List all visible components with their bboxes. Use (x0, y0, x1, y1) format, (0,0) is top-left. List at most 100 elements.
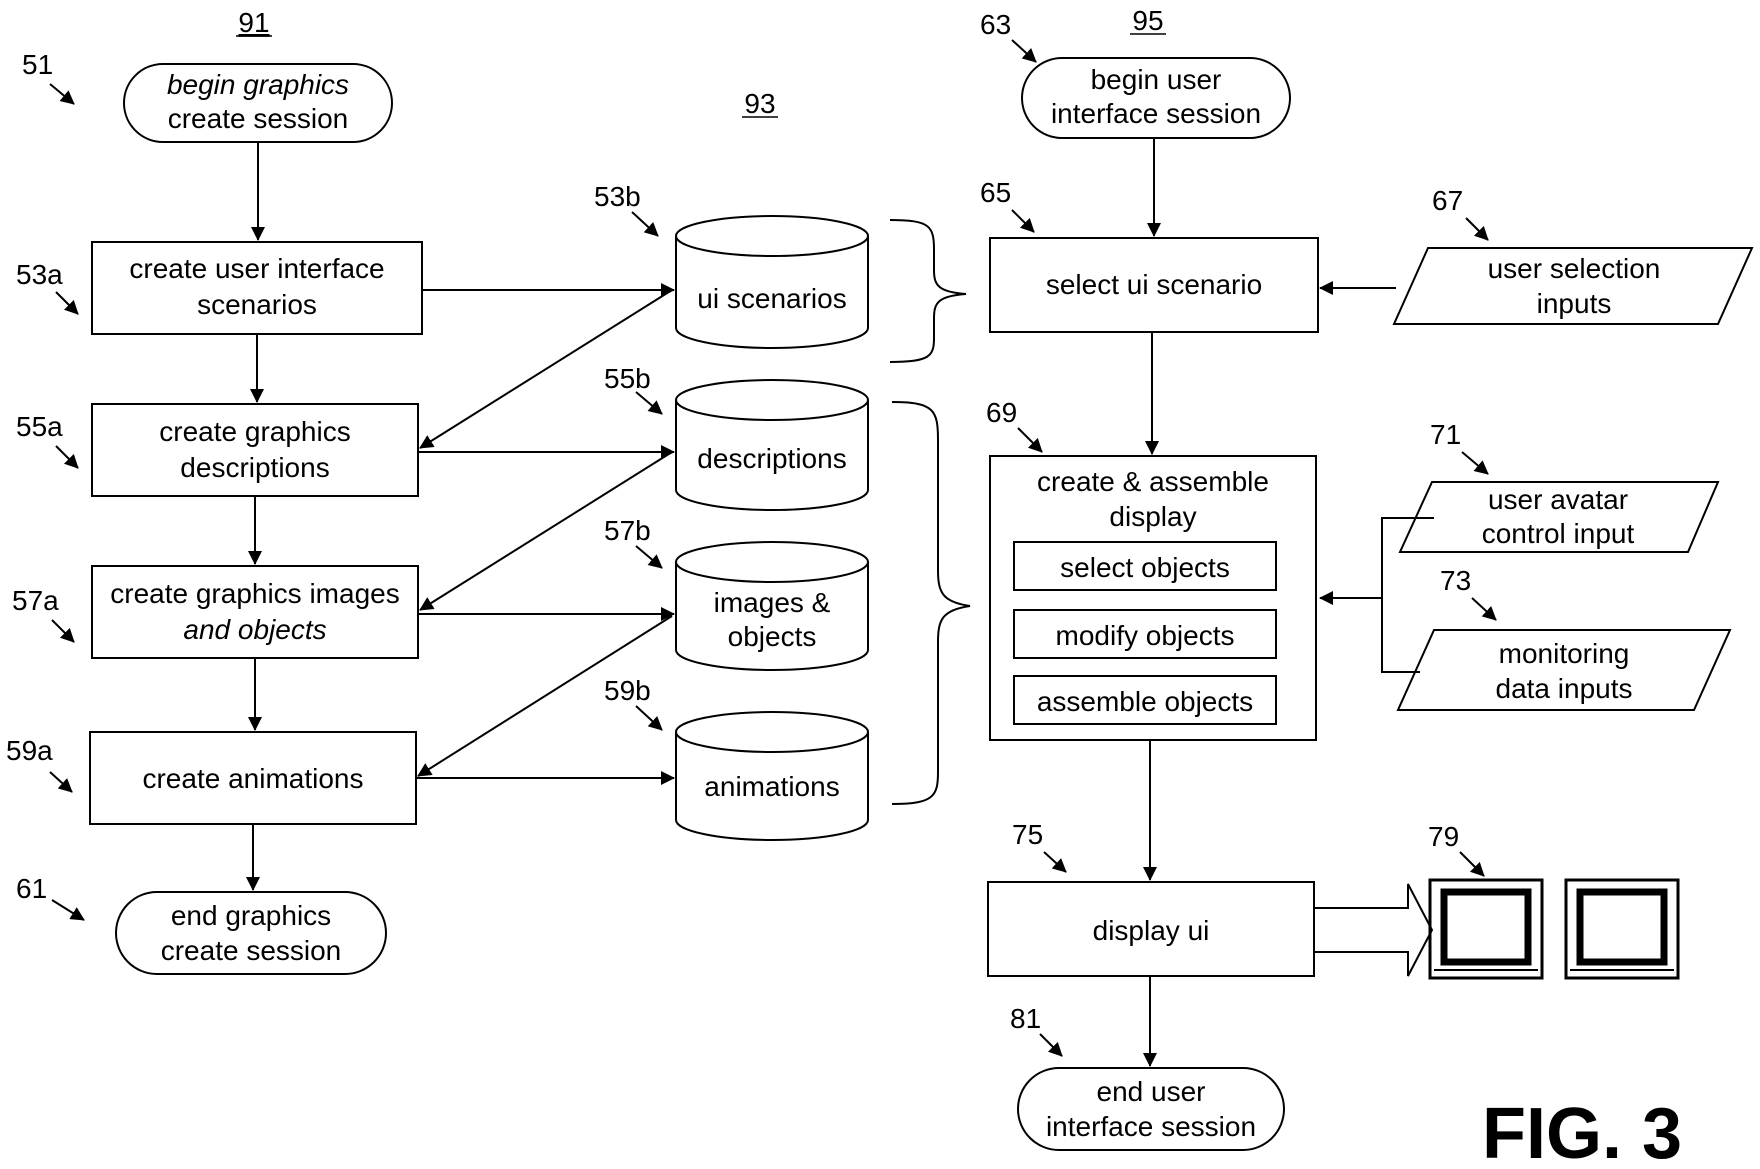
end-user-interface-session: end user interface session (1018, 1068, 1284, 1150)
svg-text:59b: 59b (604, 675, 651, 706)
ref-61: 61 (16, 873, 84, 920)
ref-59a: 59a (6, 735, 72, 792)
svg-text:interface session: interface session (1046, 1111, 1256, 1142)
section-label-left: 91 (238, 7, 269, 38)
ref-55b: 55b (604, 363, 662, 414)
svg-text:create session: create session (168, 103, 349, 134)
end-graphics-create-session: end graphics create session (116, 892, 386, 974)
svg-text:display ui: display ui (1093, 915, 1210, 946)
db-animations: animations (676, 712, 868, 840)
db-descriptions: descriptions (676, 380, 868, 510)
svg-text:create user interface: create user interface (129, 253, 384, 284)
step-59a-create-animations: create animations (90, 732, 416, 824)
svg-text:select ui scenario: select ui scenario (1046, 269, 1262, 300)
select-ui-scenario: select ui scenario (990, 238, 1318, 332)
ref-51: 51 (22, 49, 74, 104)
db-ui-scenarios: ui scenarios (676, 216, 868, 348)
ref-81: 81 (1010, 1003, 1062, 1056)
svg-text:interface session: interface session (1051, 98, 1261, 129)
svg-text:begin graphics: begin graphics (167, 69, 349, 100)
begin-user-interface-session: begin user interface session (1022, 58, 1290, 138)
ref-79: 79 (1428, 821, 1484, 876)
monitor-2 (1566, 880, 1678, 978)
input-user-avatar-control: user avatar control input (1400, 482, 1718, 552)
svg-text:objects: objects (728, 621, 817, 652)
ref-53a: 53a (16, 259, 78, 314)
sub-select-objects: select objects (1014, 542, 1276, 590)
input-user-selection: user selection inputs (1394, 248, 1752, 324)
sub-assemble-objects: assemble objects (1014, 676, 1276, 724)
step-53a-create-ui-scenarios: create user interface scenarios (92, 242, 422, 334)
ref-63: 63 (980, 9, 1036, 62)
begin-graphics-create-session: begin graphics create session (124, 64, 392, 142)
svg-text:animations: animations (704, 771, 839, 802)
svg-text:descriptions: descriptions (697, 443, 846, 474)
svg-text:end user: end user (1097, 1076, 1206, 1107)
step-55a-create-graphics-descriptions: create graphics descriptions (92, 404, 418, 496)
figure-label: FIG. 3 (1482, 1094, 1682, 1169)
ref-57b: 57b (604, 515, 662, 568)
svg-text:scenarios: scenarios (197, 289, 317, 320)
svg-text:79: 79 (1428, 821, 1459, 852)
svg-text:modify objects: modify objects (1056, 620, 1235, 651)
ref-71: 71 (1430, 419, 1488, 474)
svg-text:control input: control input (1482, 518, 1635, 549)
svg-text:75: 75 (1012, 819, 1043, 850)
ref-75: 75 (1012, 819, 1066, 872)
svg-text:create graphics: create graphics (159, 416, 350, 447)
svg-text:69: 69 (986, 397, 1017, 428)
monitor-1 (1430, 880, 1542, 978)
svg-text:create graphics images: create graphics images (110, 578, 399, 609)
display-ui: display ui (988, 882, 1314, 976)
svg-text:67: 67 (1432, 185, 1463, 216)
create-assemble-display: create & assemble display select objects… (990, 456, 1316, 740)
svg-text:assemble objects: assemble objects (1037, 686, 1253, 717)
input-monitoring-data: monitoring data inputs (1398, 630, 1730, 710)
ref-59b: 59b (604, 675, 662, 730)
svg-text:create animations: create animations (142, 763, 363, 794)
svg-text:53a: 53a (16, 259, 63, 290)
svg-text:73: 73 (1440, 565, 1471, 596)
sub-modify-objects: modify objects (1014, 610, 1276, 658)
ref-55a: 55a (16, 411, 78, 468)
step-57a-create-graphics-images: create graphics images and objects (92, 566, 418, 658)
ref-57a: 57a (12, 585, 74, 642)
ref-69: 69 (986, 397, 1042, 452)
section-label-right: 95 (1132, 5, 1163, 36)
svg-text:55b: 55b (604, 363, 651, 394)
svg-text:63: 63 (980, 9, 1011, 40)
svg-text:user selection: user selection (1488, 253, 1661, 284)
svg-text:display: display (1109, 501, 1196, 532)
svg-text:user avatar: user avatar (1488, 484, 1628, 515)
svg-text:ui scenarios: ui scenarios (697, 283, 846, 314)
svg-text:65: 65 (980, 177, 1011, 208)
svg-text:57a: 57a (12, 585, 59, 616)
section-label-middle: 93 (744, 88, 775, 119)
svg-text:55a: 55a (16, 411, 63, 442)
svg-text:and objects: and objects (183, 614, 326, 645)
svg-text:59a: 59a (6, 735, 53, 766)
svg-text:data inputs: data inputs (1496, 673, 1633, 704)
ref-65: 65 (980, 177, 1034, 232)
db-images-objects: images & objects (676, 542, 868, 670)
svg-text:61: 61 (16, 873, 47, 904)
svg-text:51: 51 (22, 49, 53, 80)
svg-text:images &: images & (714, 587, 831, 618)
svg-text:71: 71 (1430, 419, 1461, 450)
svg-text:select objects: select objects (1060, 552, 1230, 583)
output-arrow (1314, 884, 1432, 976)
svg-text:53b: 53b (594, 181, 641, 212)
svg-text:57b: 57b (604, 515, 651, 546)
svg-text:monitoring: monitoring (1499, 638, 1630, 669)
svg-text:begin user: begin user (1091, 64, 1222, 95)
svg-text:create session: create session (161, 935, 342, 966)
svg-text:create & assemble: create & assemble (1037, 466, 1269, 497)
svg-text:inputs: inputs (1537, 288, 1612, 319)
ref-53b: 53b (594, 181, 658, 236)
svg-text:descriptions: descriptions (180, 452, 329, 483)
svg-text:end graphics: end graphics (171, 900, 331, 931)
ref-67: 67 (1432, 185, 1488, 240)
svg-text:81: 81 (1010, 1003, 1041, 1034)
